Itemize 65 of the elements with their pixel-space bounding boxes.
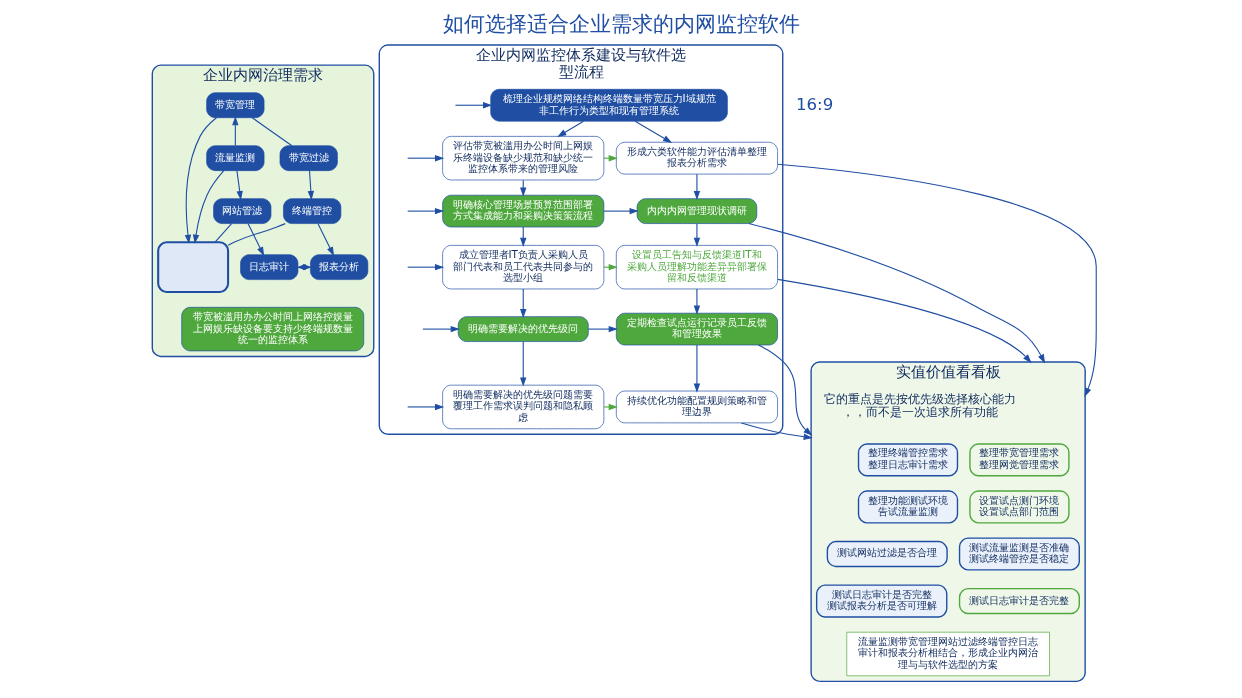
node-box: 整理带宽管理需求 整理网觉管理需求	[968, 443, 1070, 477]
arrow	[307, 170, 314, 201]
arrow	[247, 223, 264, 257]
arrow	[406, 263, 444, 271]
connector	[227, 223, 286, 246]
arrow	[740, 422, 813, 440]
arrow	[693, 223, 700, 247]
node-box: 成立管理者IT负责人采购人员部门代表和员工代表共同参与的选型小组	[441, 245, 604, 290]
node-box: 整理终端管控需求 整理日志审计需求	[857, 443, 958, 477]
arrow	[693, 173, 700, 201]
node-box: 明确需要解决的优先级问	[457, 316, 589, 342]
arrow	[406, 207, 444, 215]
arrow	[231, 116, 239, 147]
node-box: 流量监测带宽管理网站过滤终端管控日志审计和报表分析相结合，形成企业内网治理与与软件选型的方案	[845, 631, 1050, 677]
node-box: 明确需要解决的优先级问题需要覆理工作需求误判问题和隐私顾虑	[441, 384, 604, 430]
connector	[214, 223, 232, 243]
node-box: 评估带宽被滥用办公时间上网娱乐终端设备缺少规范和缺少统一监控体系带来的管理风险	[441, 136, 604, 181]
arrow	[556, 120, 584, 138]
arrow	[454, 102, 492, 109]
arrow	[776, 278, 1032, 364]
node-box: 梳理企业规模网络结构终端数量带宽压力I域规范非工作行为类型和现有管理系统	[489, 88, 728, 122]
arrow	[519, 288, 526, 319]
node-box: 流量监测	[205, 145, 264, 171]
node-box: 定期检查试点运行记录员工反馈和管理效果	[615, 312, 778, 346]
node-box: 持续优化功能配置规则策略和管理边界	[615, 390, 778, 424]
arrow	[406, 403, 444, 411]
node-box	[156, 241, 229, 294]
arrow	[693, 344, 700, 393]
node-box: 整理功能测试环境 告试流量监测	[857, 490, 958, 524]
arrow	[587, 325, 618, 333]
arrow	[421, 325, 460, 333]
arrow	[184, 117, 217, 244]
arrow	[519, 341, 526, 387]
label: 它的重点是先按优先级选择核心能力，，而不是一次追求所有功能	[823, 392, 1016, 420]
arrow	[602, 207, 639, 215]
arrow	[776, 163, 1097, 397]
node-box: 网站管滤	[212, 198, 271, 224]
diagram-title: 如何选择适合企业需求的内网监控软件	[442, 11, 800, 36]
node-box: 设置试点测门环境 设置试点部门范围	[968, 490, 1070, 524]
arrow	[519, 226, 526, 247]
connector	[251, 117, 292, 147]
arrow	[192, 170, 224, 244]
node-box: 带宽管理	[205, 92, 264, 119]
node-box: 日志审计	[239, 254, 298, 280]
arrow	[757, 344, 812, 436]
node-box: 设置员工告知与反馈渠道IT和采购人员理解功能差异异部署保留和反馈渠道	[615, 245, 778, 290]
arrow	[693, 288, 700, 315]
node-box: 终端管控	[282, 198, 341, 224]
arrow	[602, 403, 618, 411]
arrow	[316, 223, 334, 257]
node-box: 报表分析	[309, 254, 368, 280]
node-box: 明确核心管理场景预算范围部署方式集成能力和采购决策策流程	[441, 194, 604, 228]
label: 16:9	[795, 94, 833, 114]
node-box: 形成六类软件能力评估清单整理报表分析需求	[615, 141, 778, 175]
node-box: 测试日志审计是否完整 测试报表分析是否可理解	[815, 584, 947, 618]
arrow	[235, 170, 243, 201]
node-box: 内内内网管理现状调研	[636, 198, 757, 224]
node-box: 测试网站过滤是否合理	[826, 540, 948, 568]
arrow	[634, 120, 672, 143]
node-box: 带宽过滤	[279, 145, 338, 171]
node-box: 测试日志审计是否完整	[958, 587, 1080, 615]
node-box: 带宽被滥用办办公时间上网络控娱量上网娱乐缺设备要支持少终端规数量统一的监控体系	[180, 306, 364, 352]
arrow	[747, 223, 1045, 364]
arrow	[406, 154, 444, 162]
node-box: 测试流量监测是否准确 测试终端管控是否稳定	[958, 537, 1080, 571]
